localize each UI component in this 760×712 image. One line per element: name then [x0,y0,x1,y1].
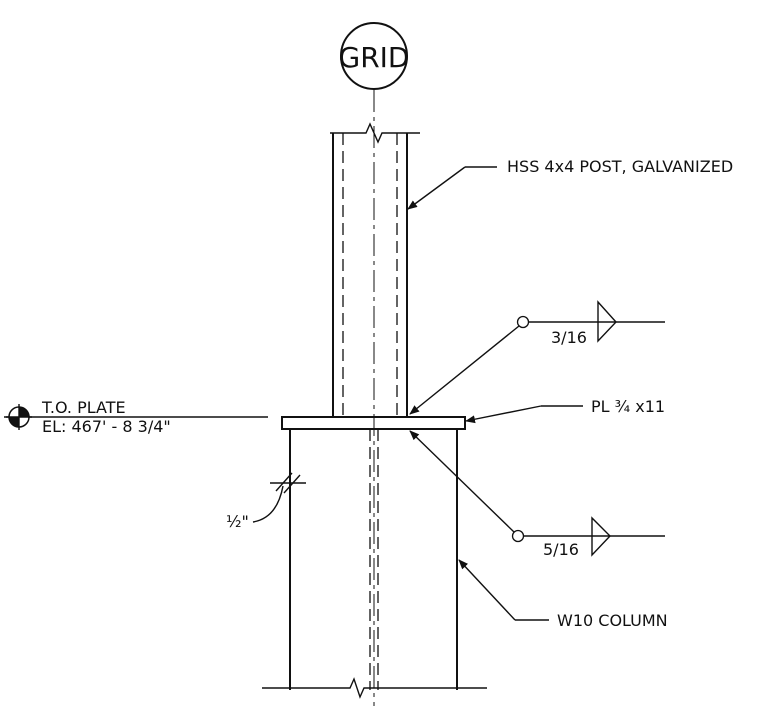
plate-label: PL ¾ x11 [591,397,665,416]
offset-label: ½" [226,512,249,531]
column-leader: W10 COLUMN [458,559,668,630]
post-leader: HSS 4x4 POST, GALVANIZED [407,157,733,210]
column-label: W10 COLUMN [557,611,668,630]
grid-bubble: GRID [339,22,410,90]
weld-bottom-label: 5/16 [543,540,579,559]
weld-symbol-bottom: 5/16 [409,430,665,559]
elevation-marker: T.O. PLATE EL: 467' - 8 3/4" [4,398,268,436]
plate-leader: PL ¾ x11 [465,397,665,424]
grid-label: GRID [339,41,410,74]
hss-post [330,122,420,417]
elevation-label: EL: 467' - 8 3/4" [42,417,171,436]
post-label: HSS 4x4 POST, GALVANIZED [507,157,733,176]
weld-symbol-top: 3/16 [409,300,665,415]
base-plate [281,416,466,430]
weld-top-label: 3/16 [551,328,587,347]
w10-column [262,429,487,699]
to-plate-label: T.O. PLATE [41,398,126,417]
offset-callout: ½" [226,472,306,531]
